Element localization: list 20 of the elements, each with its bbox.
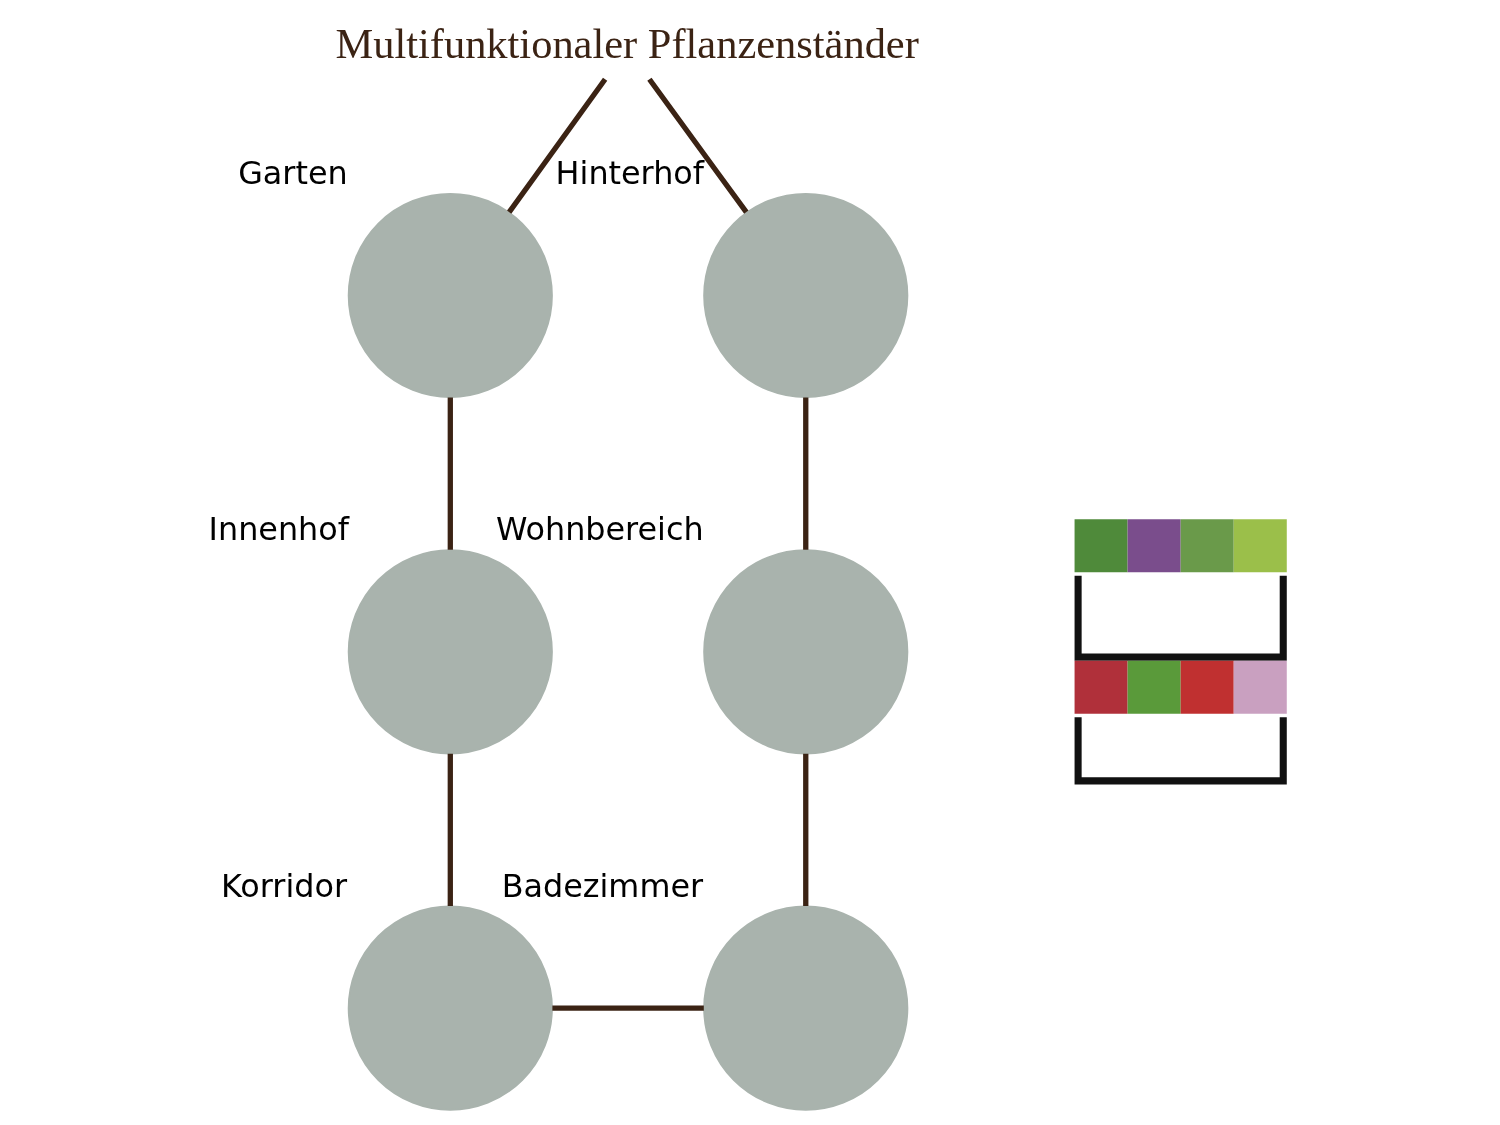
- node-circle: [702, 192, 908, 399]
- node-label: Hinterhof: [555, 153, 704, 192]
- node-circle: [347, 549, 553, 755]
- connector: [506, 77, 607, 214]
- node-circle: [347, 905, 553, 1111]
- node-text: Multifunktionaler Pflanzenständer: [334, 19, 919, 67]
- node-label: Garten: [237, 153, 348, 192]
- connector: [447, 397, 453, 550]
- connector: [551, 1005, 704, 1011]
- connector: [447, 753, 453, 906]
- connector: [802, 753, 808, 906]
- node-circle: [702, 549, 908, 755]
- node-circle: [347, 192, 553, 399]
- node-circle: [702, 905, 908, 1111]
- node-label: Badezimmer: [501, 866, 703, 905]
- connector: [802, 397, 808, 550]
- node-label: Innenhof: [208, 510, 349, 549]
- connector: [646, 77, 748, 214]
- node-label: Korridor: [220, 866, 347, 905]
- node-label: Wohnbereich: [495, 510, 704, 549]
